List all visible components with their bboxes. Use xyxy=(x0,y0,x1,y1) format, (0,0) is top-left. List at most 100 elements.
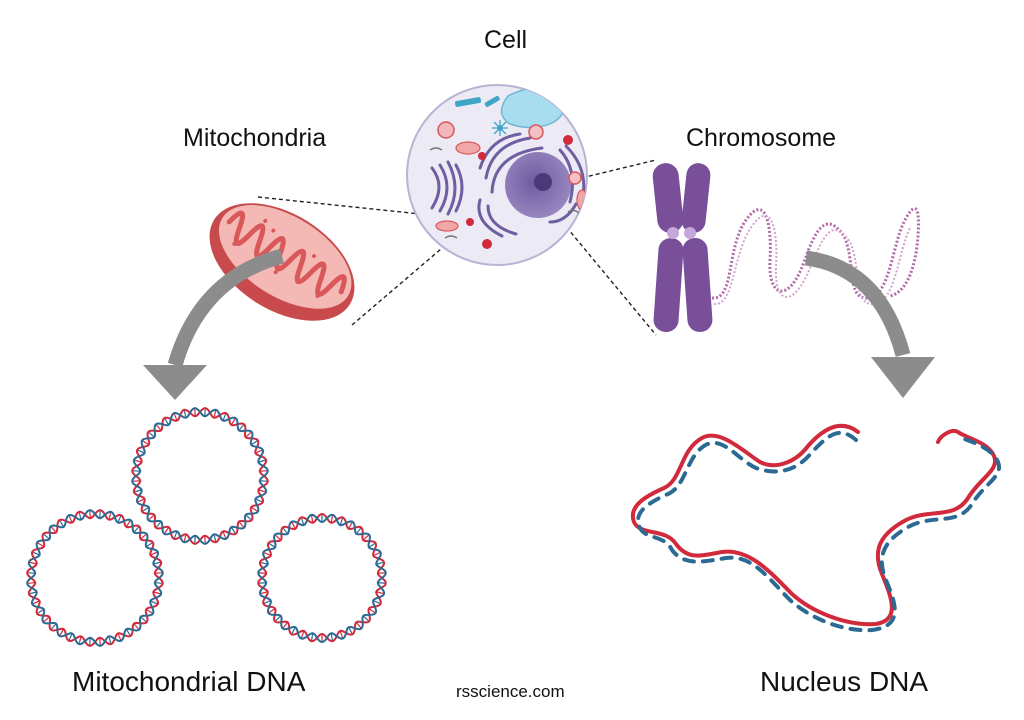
base-pair xyxy=(339,517,344,526)
base-pair xyxy=(263,599,271,605)
base-pair xyxy=(255,498,264,503)
base-pair xyxy=(125,519,132,528)
curved-arrow-left xyxy=(143,248,285,400)
base-pair xyxy=(348,521,353,530)
base-pair xyxy=(213,409,217,418)
base-pair xyxy=(291,626,296,635)
base-pair xyxy=(222,412,227,421)
base-pair xyxy=(140,616,148,623)
dna-ring xyxy=(131,407,269,545)
base-pair xyxy=(99,637,101,646)
base-pair xyxy=(147,431,155,438)
base-pair xyxy=(133,525,140,533)
base-pair xyxy=(136,449,145,454)
base-pair xyxy=(27,572,36,574)
base-pair xyxy=(204,535,206,544)
base-pair xyxy=(300,517,305,526)
base-pair xyxy=(150,600,159,605)
base-pair xyxy=(310,514,314,523)
base-pair xyxy=(368,608,376,614)
base-pair xyxy=(348,626,353,635)
base-pair xyxy=(268,542,276,548)
base-pair xyxy=(259,561,268,565)
base-pair xyxy=(268,608,276,614)
base-pair xyxy=(194,535,196,544)
base-pair xyxy=(132,480,141,482)
base-pair xyxy=(42,616,50,623)
base-pair xyxy=(117,633,122,642)
base-pair xyxy=(133,489,142,493)
base-pair xyxy=(310,633,314,642)
base-pair xyxy=(163,417,170,426)
base-pair xyxy=(78,636,82,645)
base-pair xyxy=(373,599,381,605)
base-pair xyxy=(263,551,271,557)
base-pair xyxy=(58,519,65,528)
base-pair xyxy=(258,582,267,584)
base-pair xyxy=(355,527,362,535)
base-pair xyxy=(154,582,163,584)
base-pair xyxy=(274,534,282,541)
base-pair xyxy=(36,608,45,615)
base-pair xyxy=(373,551,381,557)
cell-illustration xyxy=(406,84,588,266)
base-pair xyxy=(376,591,385,595)
dna-backbone xyxy=(257,513,387,644)
base-pair xyxy=(230,417,237,426)
base-pair xyxy=(28,561,37,565)
base-pair xyxy=(362,615,370,622)
base-pair xyxy=(155,521,162,529)
base-pair xyxy=(155,423,162,431)
base-pair xyxy=(204,408,206,417)
base-pair xyxy=(250,439,259,446)
base-pair xyxy=(153,591,162,595)
base-pair xyxy=(258,572,267,574)
base-pair xyxy=(368,542,376,548)
base-pair xyxy=(27,582,36,584)
base-pair xyxy=(68,514,73,523)
base-pair xyxy=(50,525,57,533)
base-pair xyxy=(282,621,289,629)
base-pair xyxy=(133,623,140,631)
base-pair xyxy=(245,514,253,521)
base-pair xyxy=(145,608,154,615)
base-pair xyxy=(258,459,267,463)
base-pair xyxy=(58,628,65,637)
base-pair xyxy=(213,534,217,543)
base-pair xyxy=(153,561,162,565)
dna-backbone xyxy=(26,509,164,647)
nucleus-dna-label: Nucleus DNA xyxy=(760,666,929,697)
base-pair xyxy=(238,521,245,529)
base-pair xyxy=(282,527,289,535)
base-pair xyxy=(250,506,259,513)
cell-label: Cell xyxy=(484,26,528,54)
base-pair xyxy=(339,630,344,639)
base-pair xyxy=(150,551,159,556)
base-pair xyxy=(274,615,282,622)
dna-backbone xyxy=(131,407,269,545)
dna-ring xyxy=(257,512,387,644)
base-pair xyxy=(330,514,334,523)
base-pair xyxy=(173,412,178,421)
base-pair xyxy=(238,423,245,431)
base-pair xyxy=(136,498,145,503)
base-pair xyxy=(31,600,40,605)
base-pair xyxy=(108,511,112,520)
mitochondrial-dna-rings xyxy=(26,407,387,647)
base-pair xyxy=(355,621,362,629)
base-pair xyxy=(78,511,82,520)
base-pair xyxy=(173,531,178,540)
base-pair xyxy=(183,534,187,543)
base-pair xyxy=(89,637,91,646)
base-pair xyxy=(133,459,142,463)
base-pair xyxy=(291,521,296,530)
base-pair xyxy=(330,633,334,642)
base-pair xyxy=(31,551,40,556)
base-pair xyxy=(117,514,122,523)
base-pair xyxy=(194,408,196,417)
base-pair xyxy=(36,541,45,548)
base-pair xyxy=(141,439,150,446)
base-pair xyxy=(258,489,267,493)
base-pair xyxy=(376,561,385,565)
